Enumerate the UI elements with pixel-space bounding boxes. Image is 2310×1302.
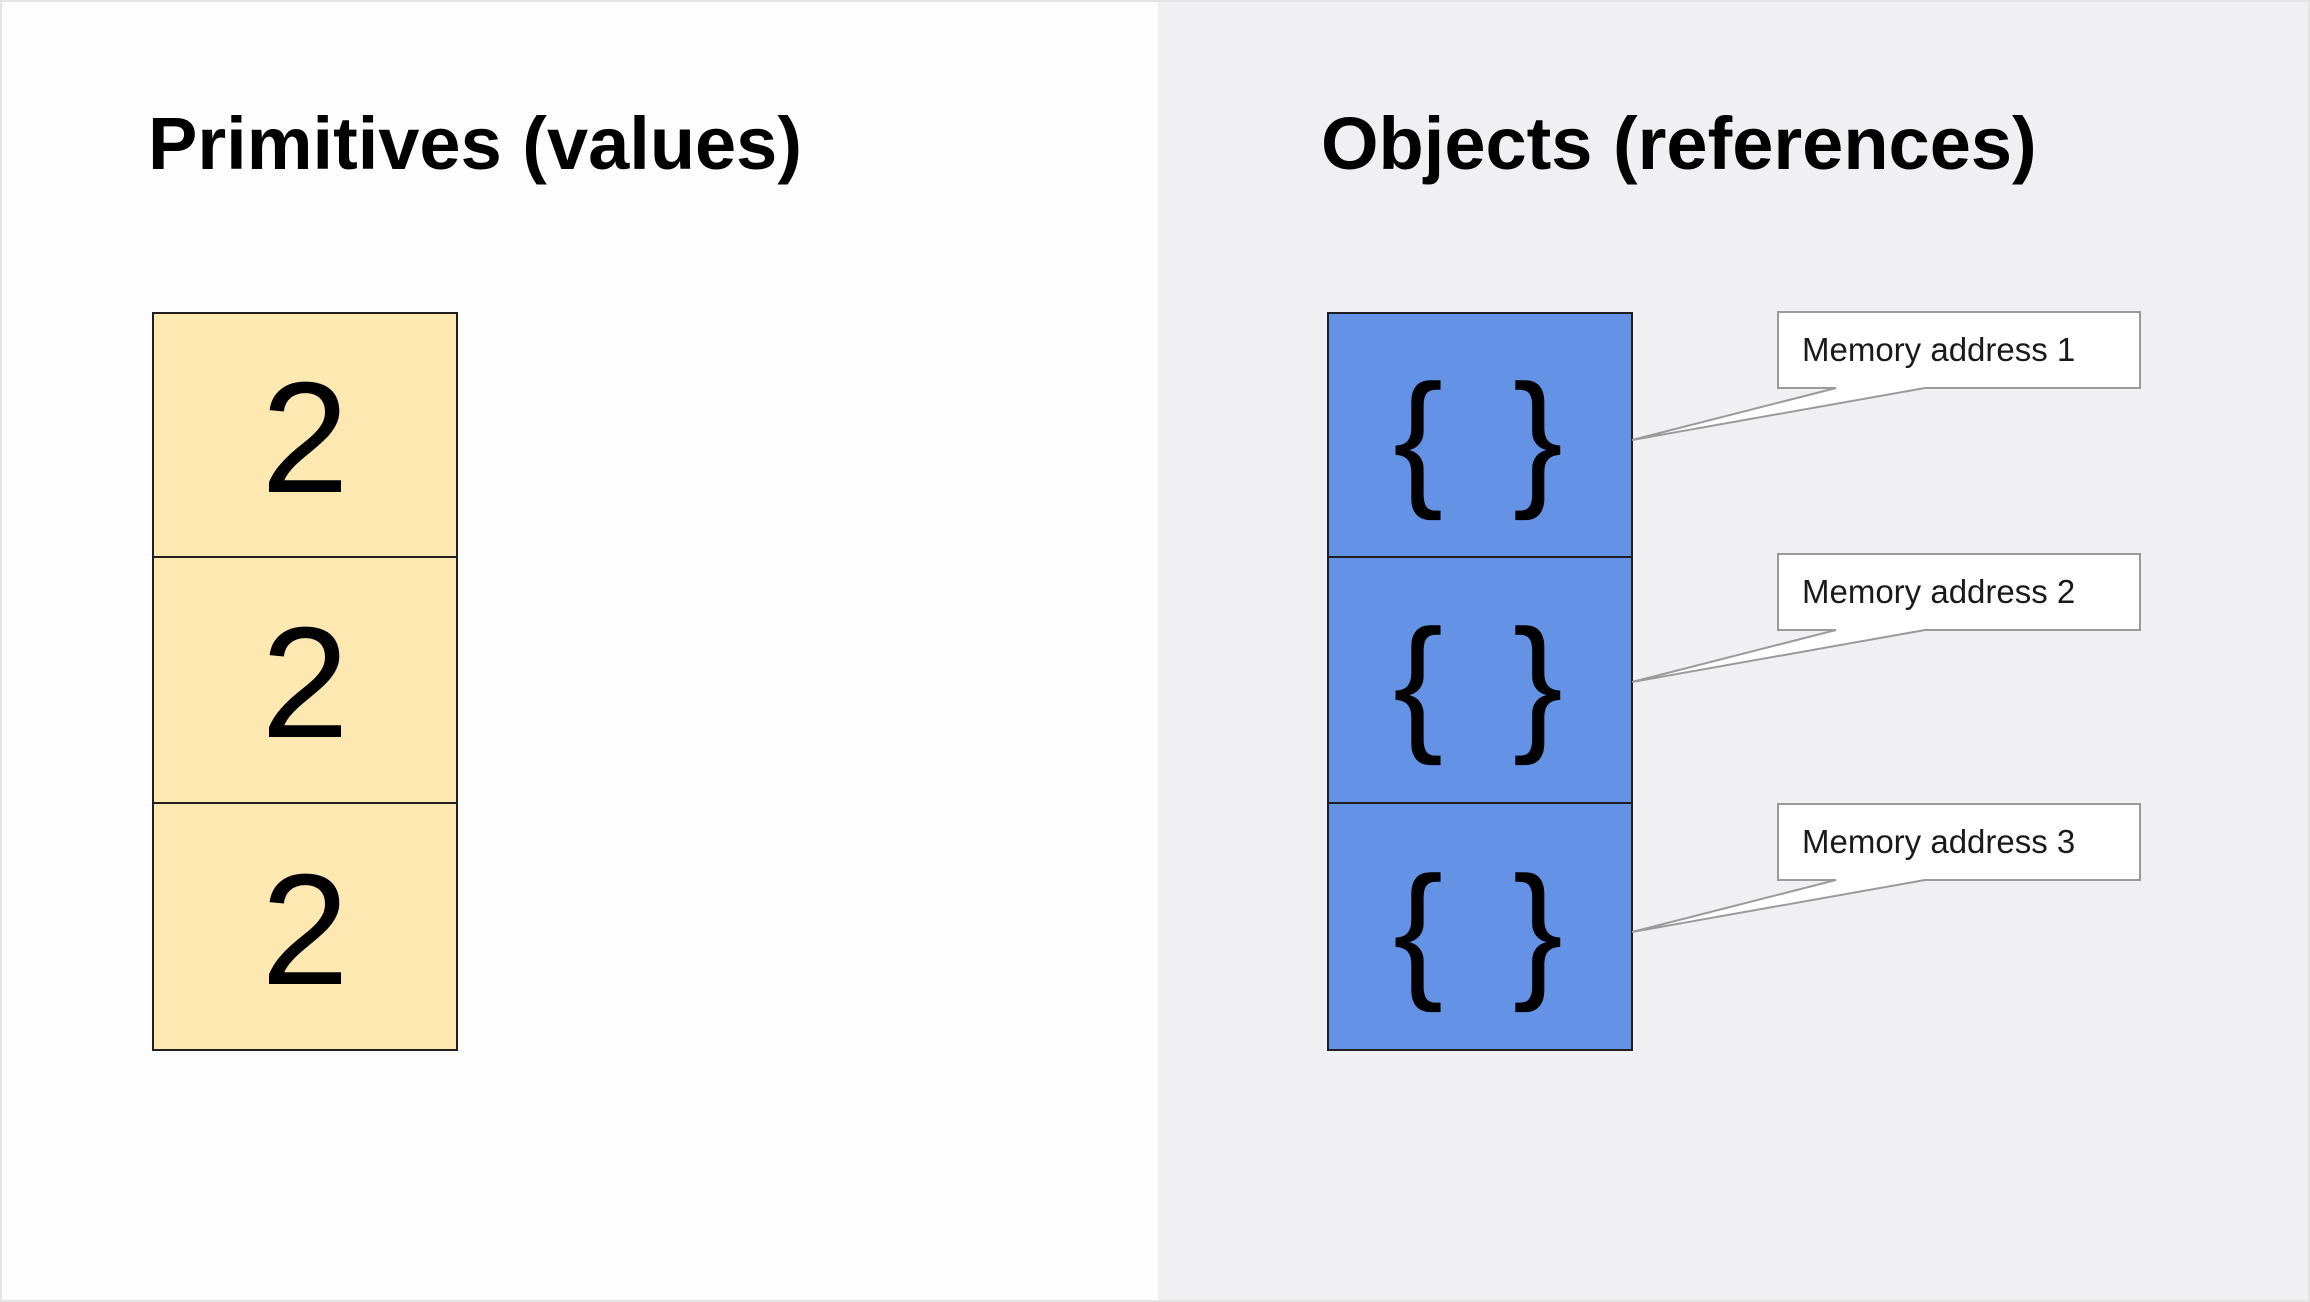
primitives-panel: Primitives (values) 2 2 2 [148,102,802,1051]
object-cell: { } [1327,804,1633,1051]
callout-label: Memory address 2 [1802,573,2076,610]
callout-label: Memory address 1 [1802,331,2076,368]
object-cell: { } [1327,558,1633,804]
primitive-value: 2 [261,350,349,526]
object-braces: { } [1393,844,1577,1013]
primitives-title: Primitives (values) [148,102,802,185]
primitive-cell: 2 [152,804,458,1051]
object-braces: { } [1393,598,1577,766]
primitive-value: 2 [261,841,349,1018]
primitive-cell: 2 [152,312,458,558]
callout-label: Memory address 3 [1802,823,2076,860]
primitive-cell: 2 [152,558,458,804]
primitive-value: 2 [261,595,349,771]
object-braces: { } [1393,353,1577,521]
object-cell: { } [1327,312,1633,558]
objects-title: Objects (references) [1321,102,2037,185]
